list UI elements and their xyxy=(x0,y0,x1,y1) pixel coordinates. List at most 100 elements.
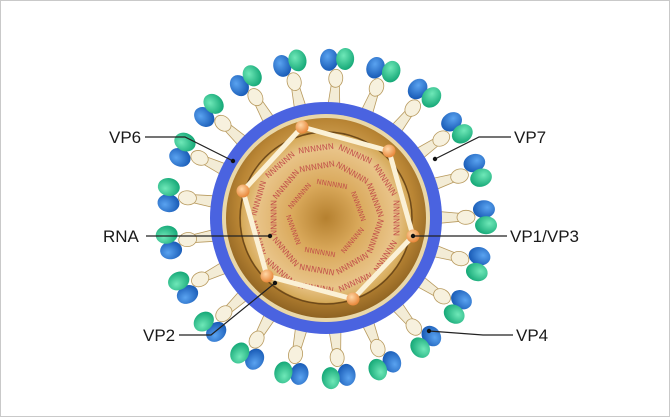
vp4-spike xyxy=(274,325,309,385)
spike-head-blue xyxy=(451,290,472,310)
spike-collar xyxy=(215,305,233,323)
vp4-spike xyxy=(229,65,276,125)
spike-head-blue xyxy=(160,241,183,260)
vp4-spike xyxy=(437,200,498,235)
spike-head-blue xyxy=(468,246,491,266)
vp1-vp3-nodes xyxy=(236,120,420,306)
vp4-spike xyxy=(155,225,217,260)
spike-head-blue xyxy=(273,55,292,77)
vp4-spikes xyxy=(155,47,498,390)
spike-head-green xyxy=(381,60,401,83)
spike-head-green xyxy=(451,124,473,144)
spike-collar xyxy=(368,78,385,97)
spike-head-green xyxy=(321,367,340,390)
spike-collar xyxy=(329,348,345,367)
vp4-spike xyxy=(273,49,307,111)
spike-collar xyxy=(433,288,451,305)
spike-head-green xyxy=(465,262,488,282)
vp4-spike xyxy=(321,328,356,390)
spike-head-blue xyxy=(320,48,339,71)
vp1-vp3-node xyxy=(382,144,396,158)
spike-head-green xyxy=(443,304,465,324)
spike-head-blue xyxy=(366,56,385,79)
spike-head-green xyxy=(168,271,190,291)
label-vp7: VP7 xyxy=(514,128,546,147)
spike-head-green xyxy=(193,311,214,332)
spike-head-blue xyxy=(290,363,309,385)
spike-head-blue xyxy=(229,75,249,97)
vp4-spike xyxy=(320,47,355,108)
spike-collar xyxy=(286,72,302,91)
vp1-vp3-dot xyxy=(410,233,416,239)
spike-head-green xyxy=(155,225,178,244)
spike-head-blue xyxy=(169,147,191,167)
spike-head-green xyxy=(470,168,492,187)
spike-head-blue xyxy=(157,194,180,213)
spike-head-blue xyxy=(407,78,428,100)
spike-head-green xyxy=(230,342,250,364)
rna-segment: NNNNNN xyxy=(392,200,401,236)
spike-collar xyxy=(456,209,476,225)
spike-head-blue xyxy=(441,112,462,132)
spike-head-green xyxy=(203,93,224,114)
label-vp2: VP2 xyxy=(143,326,175,345)
spike-collar xyxy=(191,271,210,288)
spike-collar xyxy=(247,88,264,107)
spike-collar xyxy=(248,330,265,349)
vp1-vp3-node xyxy=(295,120,309,134)
spike-head-blue xyxy=(472,200,495,219)
vp6-dot xyxy=(230,158,236,164)
spike-head-blue xyxy=(245,348,265,370)
label-vp1-vp3: VP1/VP3 xyxy=(510,227,579,246)
spike-collar xyxy=(405,318,423,336)
rna-segment: NNNNNN xyxy=(269,200,278,236)
spike-collar xyxy=(404,99,421,117)
vp4-leader xyxy=(428,330,513,336)
spike-collar xyxy=(432,130,451,147)
vp7-leader xyxy=(434,136,511,160)
vp4-spike xyxy=(361,319,402,381)
rna-dot xyxy=(267,233,273,239)
vp4-dot xyxy=(426,328,432,334)
spike-head-blue xyxy=(194,107,215,127)
spike-collar xyxy=(370,338,386,358)
spike-head-green xyxy=(288,49,307,72)
vp7-dot xyxy=(432,156,438,162)
vp4-spike xyxy=(414,275,472,324)
spike-head-green xyxy=(336,47,355,70)
spike-head-green xyxy=(421,87,442,108)
vp2-dot xyxy=(272,280,278,286)
vp6-leader xyxy=(145,136,234,162)
spike-collar xyxy=(328,68,344,88)
spike-head-green xyxy=(242,65,262,87)
leader-lines xyxy=(145,136,513,336)
vp1-vp3-node xyxy=(260,269,274,283)
spike-head-blue xyxy=(337,363,356,386)
label-rna: RNA xyxy=(103,227,140,246)
spike-collar xyxy=(450,168,469,184)
label-vp6: VP6 xyxy=(109,128,141,147)
spike-head-blue xyxy=(382,351,402,373)
spike-head-green xyxy=(157,177,180,197)
spike-head-blue xyxy=(176,285,199,304)
leader-dots xyxy=(230,156,438,334)
vp1-vp3-node xyxy=(346,292,360,306)
spike-collar xyxy=(288,345,304,364)
spike-head-green xyxy=(410,337,430,358)
label-vp4: VP4 xyxy=(516,326,548,345)
spike-collar xyxy=(450,251,470,267)
spike-head-green xyxy=(475,216,498,235)
spike-collar xyxy=(214,114,232,132)
vp4-spike xyxy=(157,177,217,213)
spike-head-green xyxy=(274,361,293,384)
inner-core xyxy=(241,133,411,303)
spike-head-blue xyxy=(463,153,486,173)
spike-head-green xyxy=(368,358,388,381)
vp2-leader xyxy=(179,282,276,336)
vp1-vp3-node xyxy=(236,184,250,198)
spike-collar xyxy=(178,190,197,206)
vp4-spike xyxy=(430,153,492,191)
spike-collar xyxy=(190,150,209,166)
